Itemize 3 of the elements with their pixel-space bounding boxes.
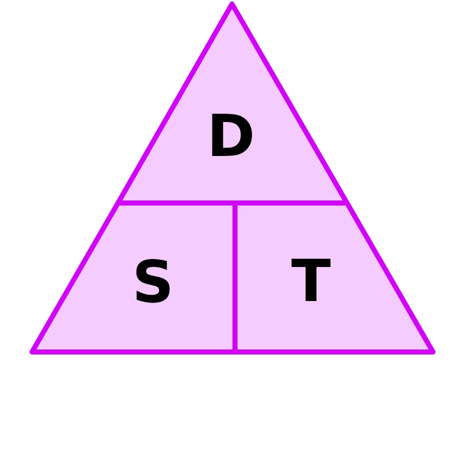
- formula-letter: T: [291, 252, 331, 310]
- formula-letter: D: [206, 107, 256, 165]
- formula-letter: S: [132, 253, 174, 311]
